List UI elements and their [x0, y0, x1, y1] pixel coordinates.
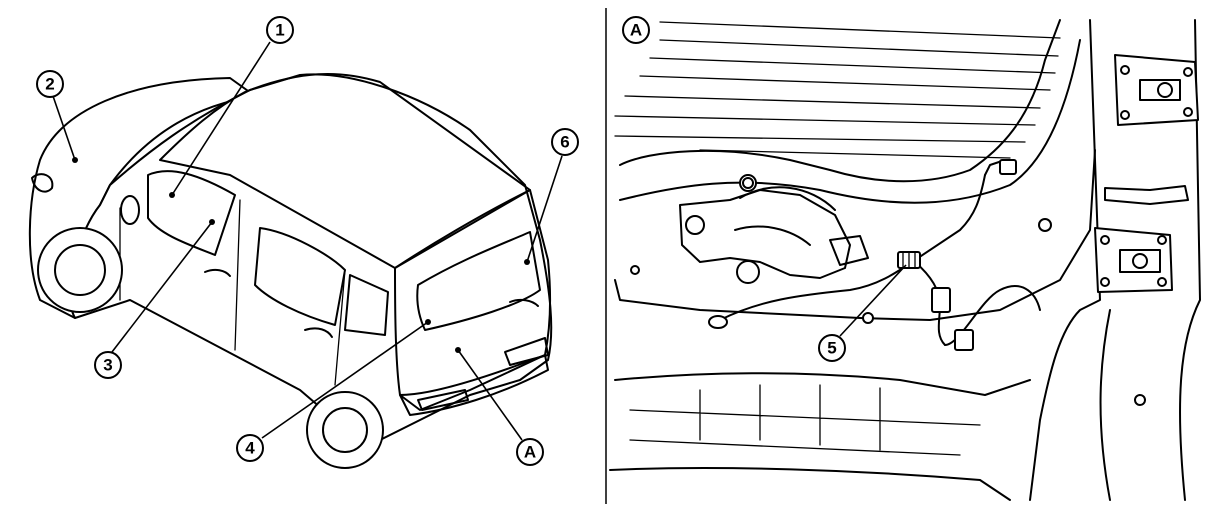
vehicle-rear-panel — [394, 189, 552, 411]
door-lock-motor — [679, 174, 869, 284]
bolt-3 — [862, 312, 874, 324]
connector-upper — [999, 159, 1017, 175]
door-seam-mid — [234, 199, 241, 351]
bolt-5 — [1134, 394, 1146, 406]
view-label-A-text: A — [630, 21, 642, 40]
callout-6: 6 — [551, 128, 579, 156]
side-window-quarter — [344, 274, 389, 336]
side-window-rear — [254, 227, 346, 326]
callout-1-label: 1 — [275, 21, 284, 40]
callout-4-label: 4 — [245, 439, 255, 458]
callout-A: A — [516, 438, 544, 466]
door-inner-frame — [619, 19, 1061, 183]
rear-reflector — [417, 389, 469, 411]
connector-tertiary — [954, 329, 974, 351]
front-wheel-hub — [54, 244, 106, 296]
connector-5-ribs — [902, 251, 916, 269]
callout-5: 5 — [818, 334, 846, 362]
callout-3: 3 — [94, 351, 122, 379]
bolt-4 — [630, 265, 640, 275]
callout-2: 2 — [36, 70, 64, 98]
door-handle-front — [204, 268, 231, 277]
door-panel-floor-lines — [629, 384, 981, 456]
callout-2-label: 2 — [45, 75, 54, 94]
door-panel-edge — [614, 149, 1096, 321]
vehicle-view: 1 2 3 4 6 A — [28, 16, 579, 469]
rear-bumper — [399, 354, 549, 416]
callout-4: 4 — [236, 434, 264, 462]
harness-clip — [708, 315, 728, 329]
window-glass-hatching — [614, 21, 1061, 159]
callout-5-label: 5 — [827, 339, 836, 358]
door-sill — [609, 467, 1011, 501]
rear-window — [416, 231, 541, 331]
rear-wheel — [306, 391, 384, 469]
door-check — [1104, 185, 1189, 205]
body-pillar — [1029, 19, 1101, 501]
vehicle-roof — [159, 72, 531, 269]
leader-2 — [52, 95, 76, 161]
rear-wheel-hub — [322, 407, 368, 453]
body-pillar-outer — [1179, 19, 1201, 501]
lower-hinge — [1094, 227, 1173, 293]
rear-lamp — [504, 337, 549, 366]
door-seam-rear — [334, 269, 346, 386]
headlamp — [31, 173, 54, 193]
body-pillar-inner — [1099, 309, 1111, 501]
callout-3-label: 3 — [103, 356, 112, 375]
leader-5 — [839, 264, 907, 337]
callout-1: 1 — [266, 16, 294, 44]
leader-A — [457, 349, 523, 441]
bolt-2 — [1038, 218, 1052, 232]
leader-1 — [171, 41, 271, 196]
connector-secondary — [931, 287, 951, 313]
view-label-A: A — [622, 16, 650, 44]
front-wheel — [37, 227, 123, 313]
leader-4 — [261, 321, 429, 439]
upper-hinge — [1114, 54, 1199, 126]
side-mirror — [120, 195, 140, 225]
door-inner-frame-lower — [619, 39, 1081, 204]
vehicle-front-body — [28, 77, 256, 319]
rear-handle — [509, 298, 539, 307]
leader-6 — [526, 155, 563, 263]
leader-3 — [111, 221, 213, 353]
door-panel-bottom — [614, 372, 1031, 396]
detail-view-a: A — [609, 16, 1201, 501]
bolt-1 — [742, 177, 754, 189]
callout-A-label: A — [524, 443, 536, 462]
callout-6-label: 6 — [560, 133, 569, 152]
door-handle-rear — [304, 327, 333, 338]
side-window-front — [147, 170, 236, 256]
